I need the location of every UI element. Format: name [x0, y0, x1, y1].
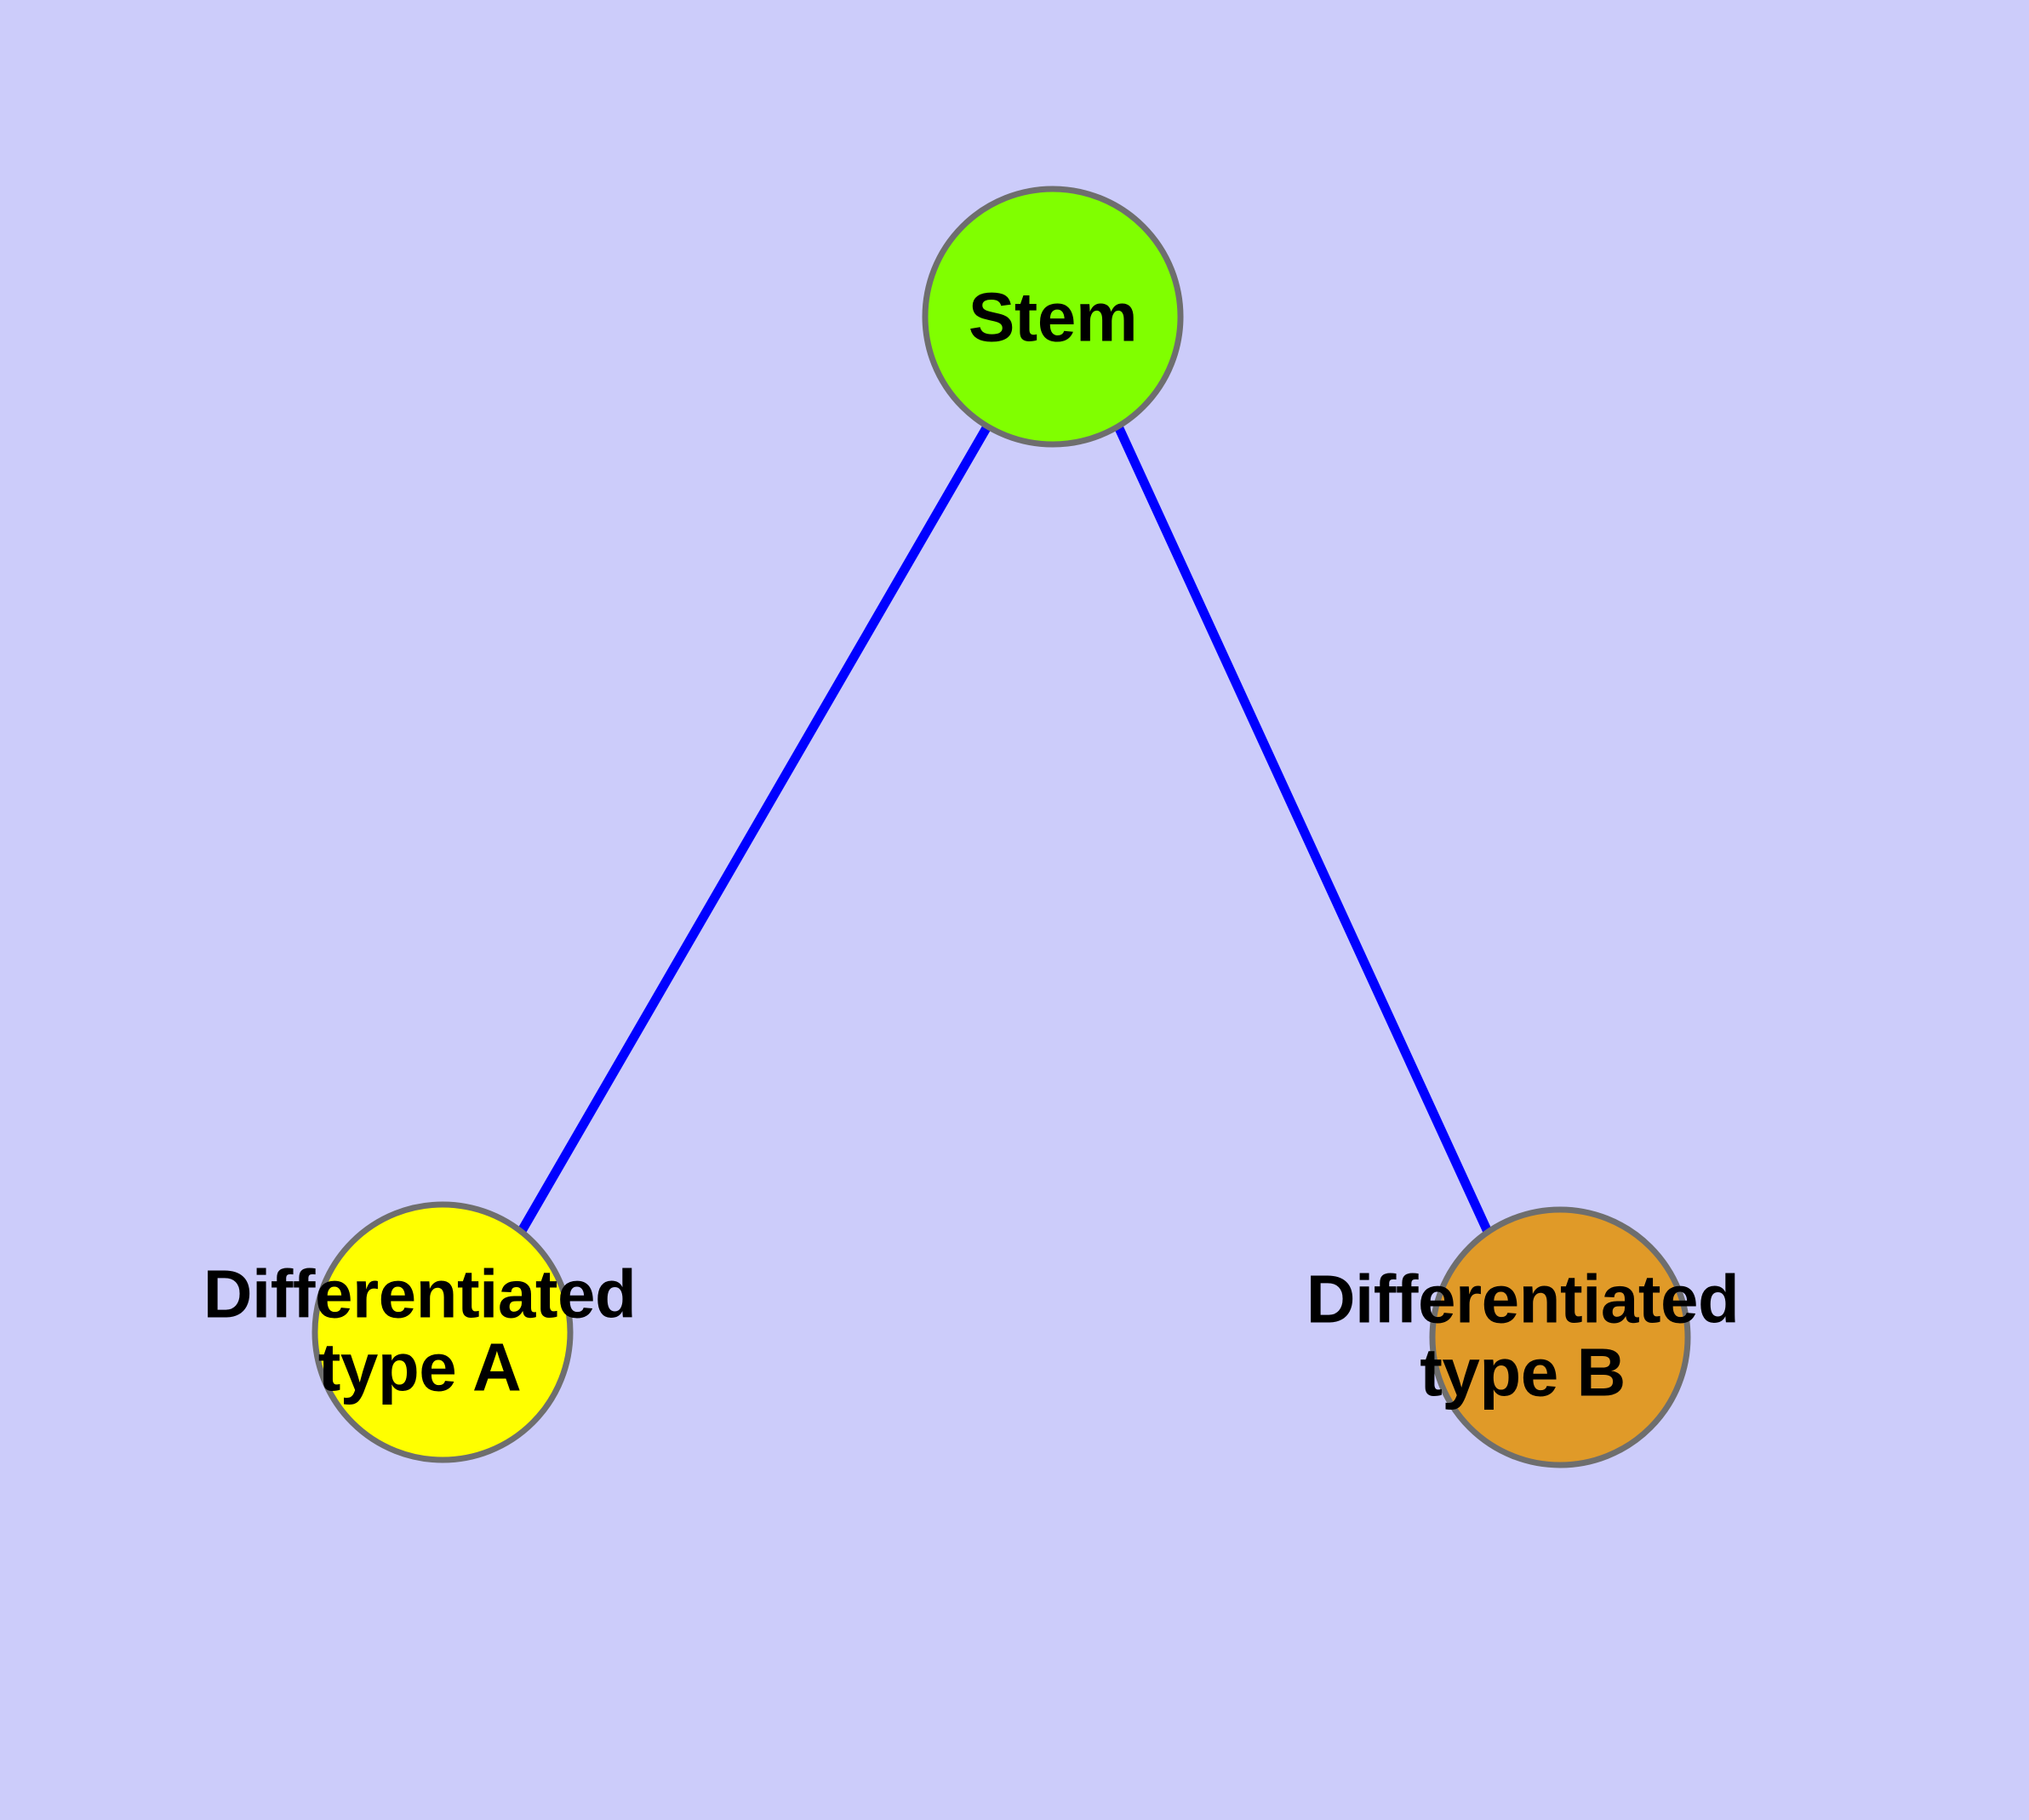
edges-group	[517, 424, 1492, 1234]
edge-stem-to-type-a[interactable]	[517, 424, 992, 1233]
nodes-group	[311, 186, 1691, 1468]
node-circle-diff-type-a[interactable]	[311, 1201, 574, 1463]
edge-stem-to-type-b[interactable]	[1114, 424, 1492, 1234]
node-circle-stem[interactable]	[922, 186, 1184, 448]
node-circle-diff-type-b[interactable]	[1429, 1206, 1691, 1468]
